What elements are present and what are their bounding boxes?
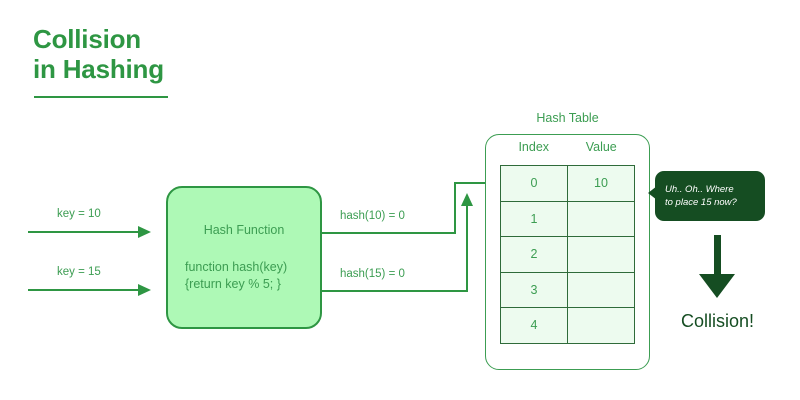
output-arrow-head-up: [460, 193, 473, 206]
page-title: Collision in Hashing: [33, 24, 293, 84]
cell-index-2: 2: [500, 236, 568, 273]
table-row: 1: [500, 200, 635, 237]
hash-function-code: function hash(key) {return key % 5; }: [185, 259, 303, 293]
input-arrow-line-1: [28, 231, 140, 233]
output-label-hash-15: hash(15) = 0: [340, 268, 405, 280]
table-row: 4: [500, 307, 635, 344]
table-row: 2: [500, 236, 635, 273]
cell-value-2: [567, 236, 635, 273]
hash-function-code-line-1: function hash(key): [185, 259, 288, 274]
output-line-1-horizontal: [322, 232, 456, 234]
speech-bubble-line-2: to place 15 now?: [665, 197, 737, 208]
output-line-1-to-table: [454, 182, 488, 184]
hash-table-grid: 0 10 1 2 3 4: [500, 165, 635, 344]
cell-index-0: 0: [500, 165, 568, 202]
cell-value-0: 10: [567, 165, 635, 202]
hash-function-heading: Hash Function: [203, 222, 285, 237]
speech-bubble: Uh.. Oh.. Where to place 15 now?: [655, 171, 765, 221]
input-arrow-head-2: [138, 283, 151, 296]
input-label-key-15: key = 15: [57, 266, 101, 278]
title-underline: [34, 96, 168, 98]
cell-index-4: 4: [500, 307, 568, 344]
title-line-1: Collision: [33, 24, 141, 54]
cell-value-4: [567, 307, 635, 344]
table-row: 0 10: [500, 165, 635, 202]
speech-bubble-text: Uh.. Oh.. Where to place 15 now?: [665, 183, 755, 209]
output-label-hash-10: hash(10) = 0: [340, 210, 405, 222]
cell-index-1: 1: [500, 200, 568, 237]
speech-bubble-tail: [648, 186, 657, 200]
input-arrow-line-2: [28, 289, 140, 291]
output-line-2-vertical: [466, 205, 468, 292]
output-line-1-vertical: [454, 182, 456, 234]
output-line-2-horizontal: [322, 290, 468, 292]
hash-function-code-line-2: {return key % 5; }: [185, 276, 281, 291]
cell-value-1: [567, 200, 635, 237]
hash-function-box: Hash Function function hash(key) {return…: [166, 186, 322, 329]
column-header-value: Value: [585, 140, 617, 154]
speech-bubble-line-1: Uh.. Oh.. Where: [665, 184, 734, 195]
collision-arrow-shaft: [714, 235, 721, 281]
collision-label: Collision!: [680, 311, 755, 331]
hash-table-header-row: Index Value: [500, 140, 635, 154]
cell-value-3: [567, 271, 635, 308]
cell-index-3: 3: [500, 271, 568, 308]
input-label-key-10: key = 10: [57, 208, 101, 220]
title-line-2: in Hashing: [33, 54, 164, 84]
table-row: 3: [500, 271, 635, 308]
input-arrow-head-1: [138, 225, 151, 238]
column-header-index: Index: [518, 140, 550, 154]
collision-arrow-head: [699, 274, 735, 298]
hash-table-title: Hash Table: [536, 111, 599, 125]
